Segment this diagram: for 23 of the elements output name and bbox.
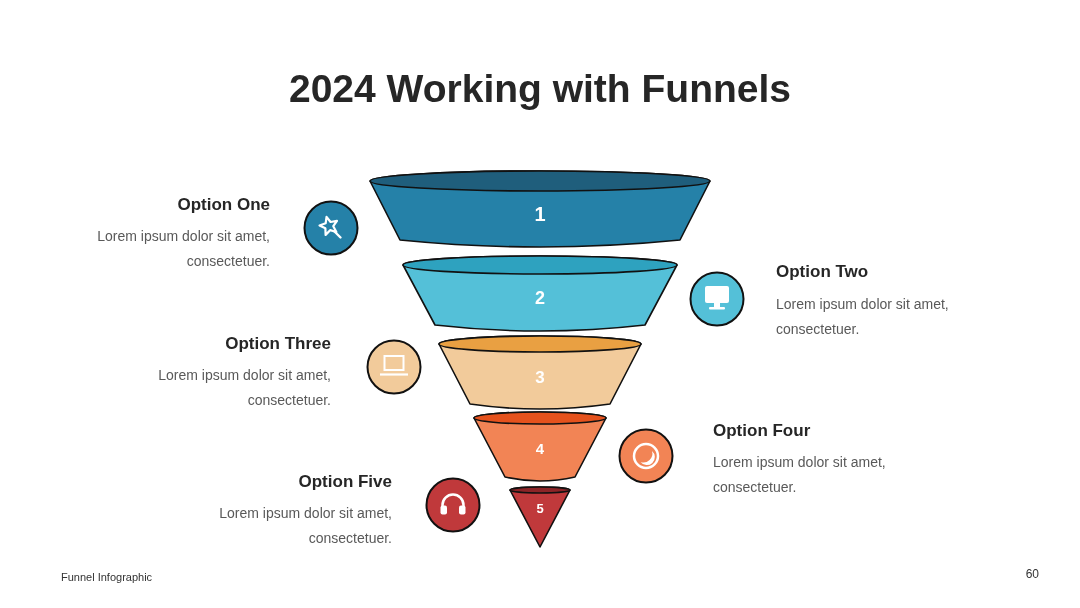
option-heading: Option Five xyxy=(298,471,392,493)
segment-number: 2 xyxy=(535,288,545,308)
funnel-segment-drawing xyxy=(369,170,711,248)
option-heading: Option One xyxy=(177,194,270,216)
page-number: 60 xyxy=(1025,567,1039,582)
segment-number: 5 xyxy=(536,500,544,516)
funnel-segment-drawing xyxy=(509,486,571,548)
funnel-segment-drawing xyxy=(402,255,678,332)
option-heading: Option Three xyxy=(225,333,331,355)
slide-title: 2024 Working with Funnels xyxy=(289,67,791,110)
funnel-segment-drawing xyxy=(438,335,642,410)
footer-text: Funnel Infographic xyxy=(61,570,153,584)
option-description: Lorem ipsum dolor sit amet, consectetuer. xyxy=(218,504,392,548)
segment-number: 4 xyxy=(535,439,545,457)
option-description: Lorem ipsum dolor sit amet, consectetuer. xyxy=(157,366,331,410)
option-description: Lorem ipsum dolor sit amet, consectetuer. xyxy=(96,227,270,271)
option-description: Lorem ipsum dolor sit amet, consectetuer. xyxy=(776,295,950,339)
segment-number: 1 xyxy=(534,203,546,225)
funnel-segment-drawing xyxy=(473,411,607,482)
option-heading: Option Two xyxy=(776,261,869,283)
option-heading: Option Four xyxy=(713,420,811,442)
segment-number: 3 xyxy=(535,367,545,387)
option-description: Lorem ipsum dolor sit amet, consectetuer. xyxy=(713,453,887,497)
